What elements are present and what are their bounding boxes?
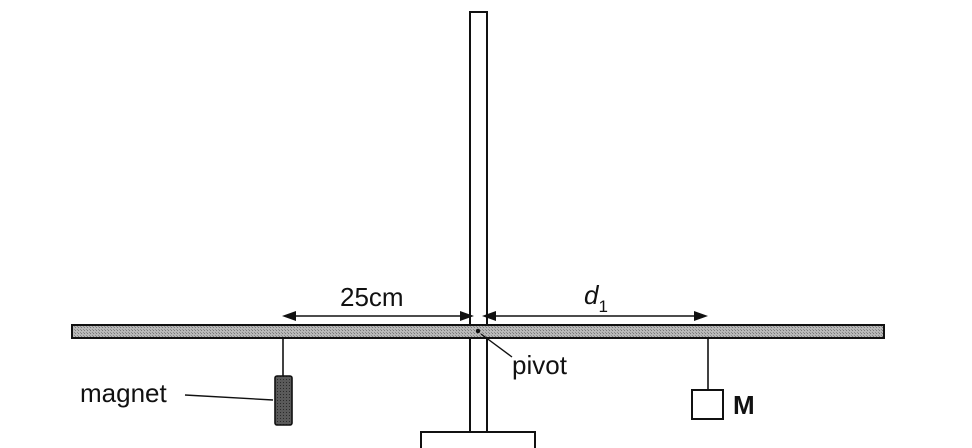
right-distance-arrow — [482, 311, 708, 321]
magnet — [274, 375, 293, 426]
pivot-leader — [480, 333, 513, 358]
left-distance-label: 25cm — [340, 282, 404, 312]
left-distance-arrow — [282, 311, 474, 321]
mass-label: M — [733, 390, 755, 420]
pivot-label: pivot — [512, 350, 568, 380]
pivot-point — [475, 328, 481, 334]
magnet-label: magnet — [80, 378, 167, 408]
right-distance-label: d1 — [584, 280, 608, 316]
right-distance-symbol: d — [584, 280, 600, 310]
vertical-stand — [469, 11, 488, 437]
stand-base — [420, 431, 536, 448]
right-distance-subscript: 1 — [598, 297, 607, 316]
magnet-leader — [184, 394, 274, 401]
mass-block — [691, 389, 724, 420]
